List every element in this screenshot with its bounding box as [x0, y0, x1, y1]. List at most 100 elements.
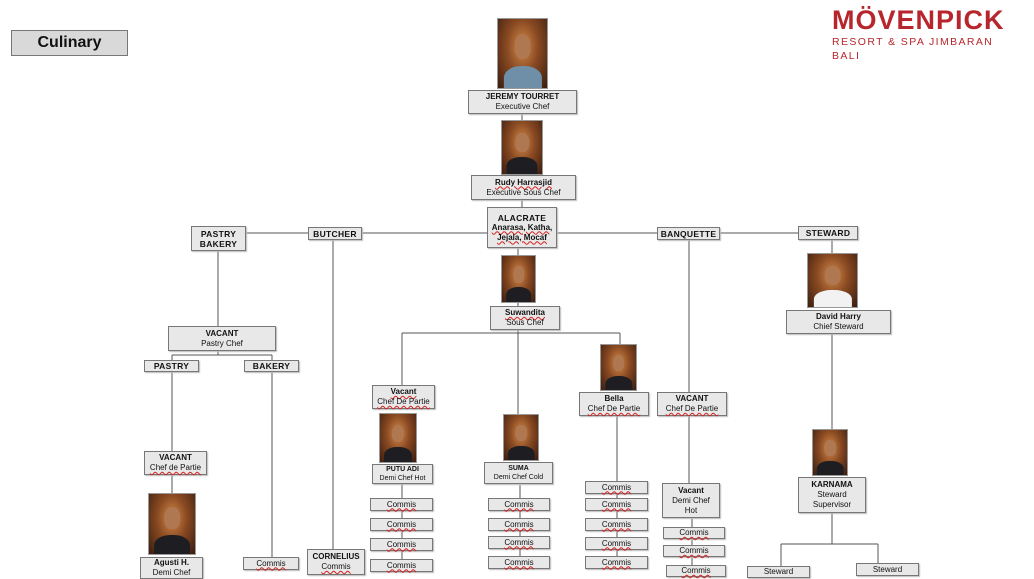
banquet-commis-3-label: Commis — [681, 566, 711, 575]
bella-role: Chef De Partie — [587, 404, 641, 413]
executive-chef-box: JEREMY TOURRET Executive Chef — [468, 90, 577, 114]
hot-commis-1-label: Commis — [386, 499, 417, 509]
chief-steward-name: David Harry — [816, 312, 861, 321]
steward-box-2: Steward — [856, 563, 919, 576]
butcher-header: BUTCHER — [308, 227, 362, 240]
page-title: Culinary — [11, 30, 128, 56]
putu-adi-box: PUTU ADI Demi Chef Hot — [372, 464, 433, 484]
butcher-label: BUTCHER — [313, 228, 357, 239]
executive-sous-chef-role: Executive Sous Chef — [486, 187, 561, 197]
banquet-cdp-box: VACANT Chef De Partie — [657, 392, 727, 416]
pastry-sub-label: PASTRY — [153, 361, 190, 371]
bakery-commis-label: Commis — [256, 558, 286, 568]
banquet-demi-box: Vacant Demi Chef Hot — [662, 483, 720, 518]
banquet-demi-role-2: Hot — [684, 505, 698, 515]
bakery-commis-box: Commis — [243, 557, 299, 570]
bella-commis-1-label: Commis — [601, 482, 632, 492]
bella-box: Bella Chef De Partie — [579, 392, 649, 416]
hot-commis-3: Commis — [370, 538, 433, 551]
david-harry-photo — [807, 253, 858, 308]
bella-commis-2-label: Commis — [601, 499, 632, 509]
bakery-sub-label: BAKERY — [252, 361, 291, 371]
pastry-chef-role: Pastry Chef — [201, 338, 243, 348]
cold-commis-2: Commis — [488, 518, 550, 531]
putu-adi-photo — [379, 413, 417, 463]
pastry-chef-name: VACANT — [205, 328, 239, 338]
logo-line-1: RESORT & SPA JIMBARAN — [832, 36, 994, 48]
cold-commis-4-label: Commis — [504, 557, 534, 567]
putu-adi-name: PUTU ADI — [386, 466, 419, 473]
pastry-sub-header: PASTRY — [144, 360, 199, 372]
steward-2-label: Steward — [872, 564, 903, 574]
banquette-header: BANQUETTE — [657, 227, 720, 240]
banquet-commis-2-label: Commis — [679, 546, 709, 555]
bella-photo — [600, 344, 637, 391]
executive-sous-chef-name: Rudy Harrasjid — [495, 177, 552, 187]
banquet-demi-role-1: Demi Chef — [672, 495, 710, 505]
executive-sous-chef-box: Rudy Harrasjid Executive Sous Chef — [471, 175, 576, 200]
banquet-commis-1: Commis — [663, 527, 725, 539]
bella-commis-2: Commis — [585, 498, 648, 511]
suma-name: SUMA — [508, 465, 529, 472]
steward-1-label: Steward — [763, 567, 794, 576]
chief-steward-role: Chief Steward — [813, 322, 864, 331]
sous-chef-role: Sous Chef — [506, 318, 544, 327]
pastry-bakery-label-1: PASTRY — [200, 228, 237, 239]
steward-label: STEWARD — [805, 228, 851, 238]
cold-commis-1: Commis — [488, 498, 550, 511]
cold-commis-4: Commis — [488, 556, 550, 569]
agusti-role: Demi Chef — [152, 568, 191, 577]
bella-commis-3-label: Commis — [601, 519, 632, 529]
hot-commis-4-label: Commis — [386, 560, 417, 570]
cold-commis-3: Commis — [488, 536, 550, 549]
alacrate-members-1: Anarasa, Katha, — [491, 222, 553, 232]
banquet-cdp-name: VACANT — [675, 394, 709, 403]
hot-cdp-box: Vacant Chef De Partie — [372, 385, 435, 409]
karnama-photo — [812, 429, 848, 476]
banquet-commis-1-label: Commis — [679, 528, 709, 537]
bella-name: Bella — [604, 394, 624, 403]
movenpick-logo: MÖVENPICK RESORT & SPA JIMBARAN BALI — [832, 5, 1028, 63]
bella-commis-4: Commis — [585, 537, 648, 550]
agusti-box: Agusti H. Demi Chef — [140, 557, 203, 579]
bakery-sub-header: BAKERY — [244, 360, 299, 372]
alacrate-label: ALACRATE — [497, 212, 547, 223]
executive-chef-role: Executive Chef — [495, 102, 550, 111]
steward-supervisor-box: KARNAMA Steward Supervisor — [798, 477, 866, 513]
hot-commis-2-label: Commis — [386, 519, 417, 529]
alacrate-members-2: Jejala, Mocaf — [497, 232, 547, 242]
alacrate-header: ALACRATE Anarasa, Katha, Jejala, Mocaf — [487, 207, 557, 248]
cornelius-name: CORNELIUS — [312, 552, 360, 561]
cold-commis-1-label: Commis — [504, 499, 534, 509]
bella-commis-5-label: Commis — [601, 557, 632, 567]
hot-cdp-name: Vacant — [390, 387, 417, 396]
cornelius-role: Commis — [321, 562, 351, 571]
logo-brand: MÖVENPICK — [832, 5, 1005, 35]
banquet-commis-2: Commis — [663, 545, 725, 557]
pastry-cdp-name: VACANT — [159, 453, 192, 462]
pastry-chef-box: VACANT Pastry Chef — [168, 326, 276, 351]
pastry-bakery-header: PASTRY BAKERY — [191, 226, 246, 251]
steward-supervisor-role-2: Supervisor — [812, 500, 852, 509]
putu-adi-role: Demi Chef Hot — [379, 475, 426, 482]
cornelius-box: CORNELIUS Commis — [307, 549, 365, 575]
steward-box-1: Steward — [747, 566, 810, 578]
hot-commis-2: Commis — [370, 518, 433, 531]
pastry-cdp-role: Chef de Partie — [149, 463, 202, 472]
suma-box: SUMA Demi Chef Cold — [484, 462, 553, 484]
suma-role: Demi Chef Cold — [493, 474, 544, 481]
banquette-label: BANQUETTE — [660, 228, 717, 239]
sous-chef-name: Suwandita — [504, 308, 545, 317]
cold-commis-3-label: Commis — [504, 537, 534, 547]
chief-steward-box: David Harry Chief Steward — [786, 310, 891, 334]
banquet-commis-3: Commis — [666, 565, 726, 577]
hot-cdp-role: Chef De Partie — [377, 397, 430, 406]
hot-commis-1: Commis — [370, 498, 433, 511]
hot-commis-3-label: Commis — [386, 539, 417, 549]
cold-commis-2-label: Commis — [504, 519, 534, 529]
suma-photo — [503, 414, 539, 461]
steward-supervisor-role-1: Steward — [817, 490, 847, 499]
bella-commis-3: Commis — [585, 518, 648, 531]
banquet-demi-name: Vacant — [678, 485, 704, 495]
banquet-cdp-role: Chef De Partie — [665, 404, 719, 413]
